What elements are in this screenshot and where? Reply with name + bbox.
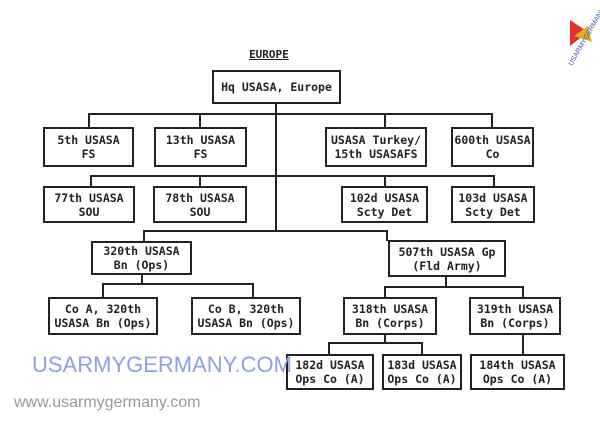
connector xyxy=(384,113,386,127)
row4-left-connector xyxy=(102,283,254,285)
box-label: 13th USASA xyxy=(165,133,236,147)
box-label: FS xyxy=(193,147,208,161)
507th-gp-box: 507th USASA Gp(Fld Army) xyxy=(388,240,506,277)
box-label: 77th USASA xyxy=(54,190,124,205)
box-label: USASA Bn (Ops) xyxy=(54,316,152,330)
box-label: SOU xyxy=(189,204,211,219)
box-label: FS xyxy=(81,147,96,161)
box-label: 507th USASA Gp xyxy=(398,244,496,259)
connector xyxy=(491,113,493,127)
box-label: Co xyxy=(485,147,500,161)
row2-connector xyxy=(90,175,494,177)
box-label: Ops Co (A) xyxy=(295,372,365,386)
box-label: Ops Co (A) xyxy=(387,372,457,386)
connector xyxy=(252,283,254,297)
box-label: Ops Co (A) xyxy=(482,372,553,386)
box-label: 184th USASA xyxy=(479,358,556,372)
row1-connector xyxy=(88,113,492,115)
connector xyxy=(445,277,447,287)
box-label: SOU xyxy=(78,204,100,219)
box-label: 318th USASA xyxy=(351,302,429,316)
box-label: Bn (Corps) xyxy=(480,316,550,330)
turkey-box: USASA Turkey/15th USASAFS xyxy=(325,127,427,167)
box-label: USASA Bn (Ops) xyxy=(197,316,295,330)
box-label: Scty Det xyxy=(356,204,413,219)
connector xyxy=(493,175,495,186)
box-label: Scty Det xyxy=(465,204,521,219)
connector xyxy=(199,175,201,186)
box-label: 319th USASA xyxy=(476,302,554,316)
shield-icon xyxy=(570,20,592,46)
site-url: www.usarmygermany.com xyxy=(14,394,201,411)
box-label: Co A, 320th xyxy=(64,302,142,316)
hq-usasa-europe-box: Hq USASA, Europe xyxy=(212,70,341,104)
row5-connector xyxy=(328,342,423,344)
row3-connector xyxy=(143,230,388,232)
box-label: 183d USASA xyxy=(387,358,457,372)
connector xyxy=(328,342,330,354)
connector xyxy=(522,335,524,354)
box-label: Hq USASA, Europe xyxy=(221,80,332,94)
connector xyxy=(384,335,386,344)
box-label: 600th USASA xyxy=(454,133,531,147)
site-logo: USARMYGERMANY.COM xyxy=(548,0,600,67)
connector xyxy=(90,175,92,186)
box-label: 78th USASA xyxy=(165,190,235,205)
box-label: Bn (Ops) xyxy=(113,258,170,272)
connector xyxy=(522,286,524,297)
box-label: 103d USASA xyxy=(458,190,528,205)
box-label: USASA Turkey/ xyxy=(330,133,421,147)
box-label: Co B, 320th xyxy=(207,302,285,316)
connector xyxy=(386,230,388,241)
connector xyxy=(384,286,386,297)
trunk-line xyxy=(275,104,277,232)
connector xyxy=(88,113,90,127)
box-label: 102d USASA xyxy=(349,190,420,205)
watermark-text: USARMYGERMANY.COM xyxy=(32,352,292,377)
connector xyxy=(143,230,145,241)
connector xyxy=(384,175,386,186)
box-label: 5th USASA xyxy=(57,133,120,147)
row4-right-connector xyxy=(384,286,524,288)
connector xyxy=(102,283,104,297)
chart-title: EUROPE xyxy=(249,48,289,61)
box-label: 15th USASAFS xyxy=(334,147,418,161)
connector xyxy=(421,342,423,354)
connector xyxy=(199,113,201,127)
box-label: 320th USASA xyxy=(103,244,180,258)
box-label: Bn (Corps) xyxy=(355,316,425,330)
connector xyxy=(141,274,143,284)
box-label: (Fld Army) xyxy=(412,258,482,273)
box-label: 182d USASA xyxy=(295,358,365,372)
